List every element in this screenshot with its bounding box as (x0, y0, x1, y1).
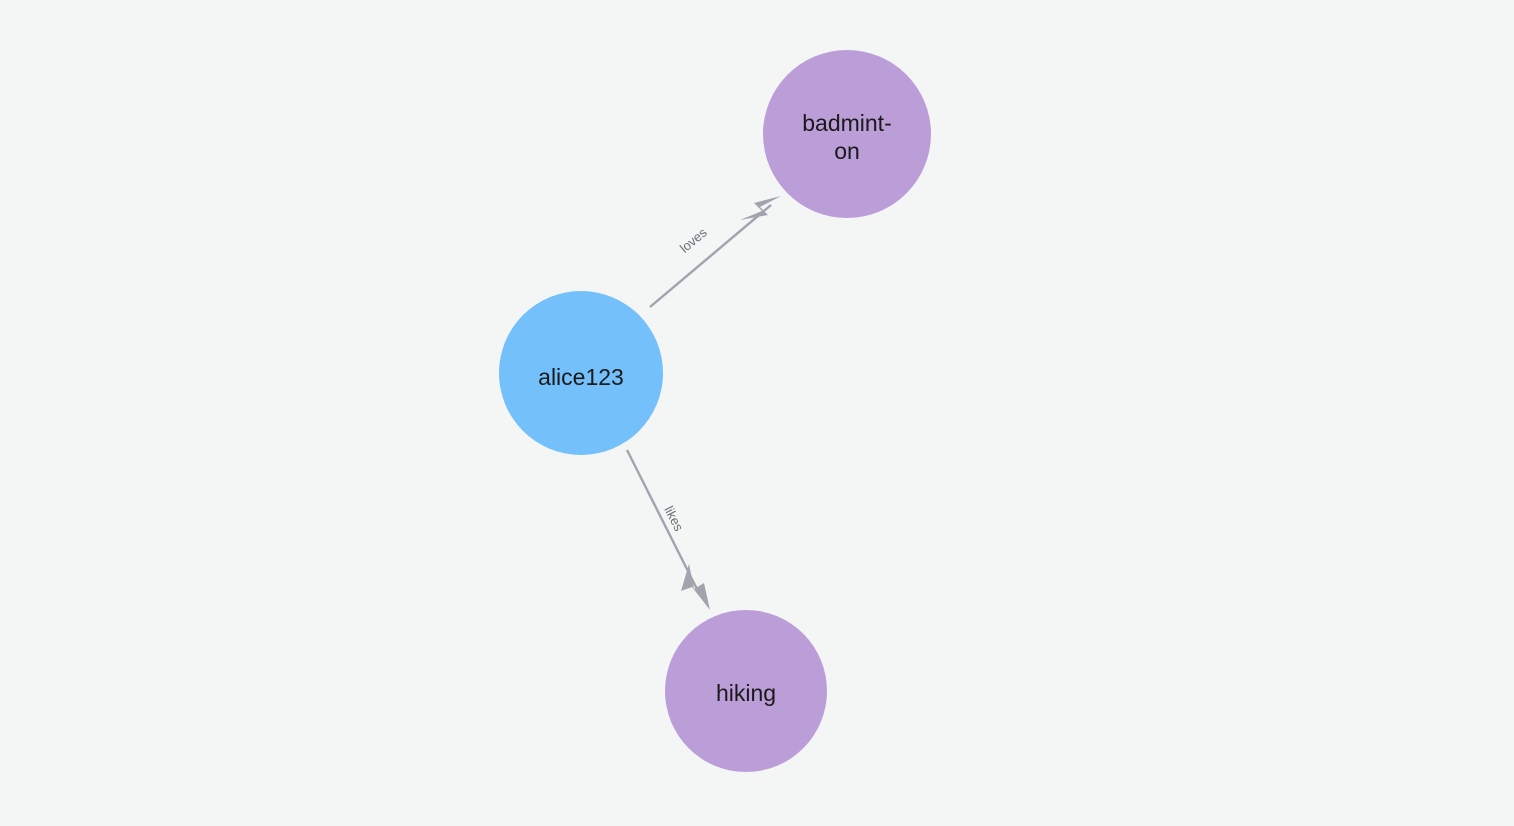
edge-line (649, 204, 772, 308)
node-circle-alice123[interactable] (499, 291, 663, 455)
edge-label-likes: likes (661, 504, 686, 534)
node-circle-hiking[interactable] (665, 610, 827, 772)
edge-alice123-likes-hiking[interactable]: likes (625, 449, 710, 610)
node-hiking[interactable]: hiking (665, 610, 827, 772)
arrowhead-icon (681, 564, 710, 610)
node-alice123[interactable]: alice123 (499, 291, 663, 455)
edge-label-loves: loves (677, 224, 710, 255)
node-badminton[interactable]: badmint- on (763, 50, 931, 218)
edge-alice123-loves-badminton[interactable]: loves (649, 196, 781, 308)
arrowhead-icon (740, 196, 781, 220)
node-circle-badminton[interactable] (763, 50, 931, 218)
